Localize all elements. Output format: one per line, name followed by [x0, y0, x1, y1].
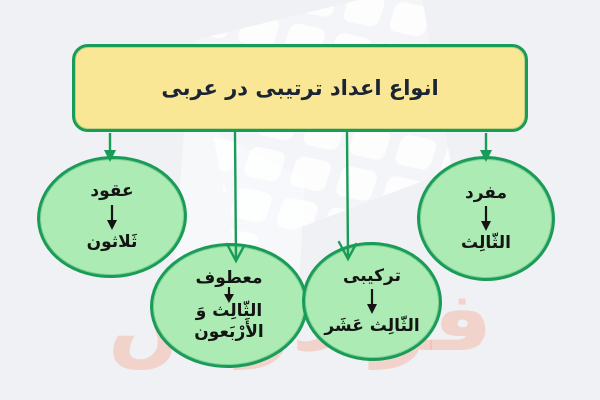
down-arrow-icon	[481, 206, 491, 231]
node-mofrad: مفرد الثّالِث	[414, 153, 558, 284]
node-mofrad-label: مفرد	[464, 182, 508, 203]
node-matuf: معطوف الثّالِث وَ الأَرْبَعون	[147, 240, 311, 371]
node-oqud: عقود ثَلاثون	[33, 152, 191, 282]
node-tarkibi-label: ترکیبی	[343, 265, 401, 286]
node-matuf-value-line2: الأَرْبَعون	[194, 322, 264, 343]
node-matuf-value-line1: الثّالِث وَ	[195, 300, 263, 321]
node-oqud-value: ثَلاثون	[86, 231, 138, 252]
node-matuf-label: معطوف	[195, 267, 263, 288]
down-arrow-icon	[107, 204, 117, 230]
node-tarkibi: ترکیبی الثّالِث عَشَر	[299, 239, 445, 364]
node-oqud-label: عقود	[90, 181, 134, 202]
down-arrow-icon	[367, 289, 377, 314]
node-mofrad-value: الثّالِث	[461, 233, 511, 253]
diagram-title: انواع اعداد ترتیبی در عربی	[161, 76, 439, 100]
connector-arrow-tarkibi	[337, 131, 358, 262]
connector-arrow-matuf	[225, 131, 246, 264]
title-box: انواع اعداد ترتیبی در عربی	[72, 44, 528, 132]
node-tarkibi-value: الثّالِث عَشَر	[324, 316, 420, 336]
